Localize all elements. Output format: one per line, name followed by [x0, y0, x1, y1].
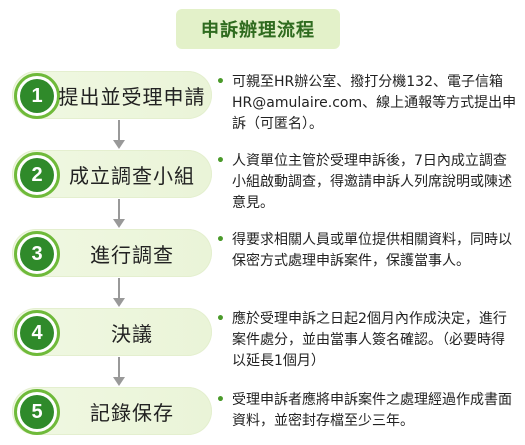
step-1-number: 1 — [20, 79, 54, 113]
step-5-label: 記錄保存 — [90, 400, 174, 425]
bullet-icon: • — [216, 153, 225, 169]
arrow-down-icon — [113, 120, 125, 149]
bullet-icon: • — [216, 311, 225, 327]
step-5-badge: 5 — [14, 389, 60, 435]
step-1-box: 1 提出並受理申請 — [12, 71, 212, 119]
step-5-description: • 受理申訴者應將申訴案件之處理經過作成書面資料，並密封存檔至少三年。 — [216, 392, 512, 429]
step-1-badge: 1 — [14, 73, 60, 119]
step-2-description: • 人資單位主管於受理申訴後，7日內成立調查小組啟動調查，得邀請申訴人列席說明或… — [216, 153, 512, 211]
step-3-number: 3 — [20, 237, 54, 271]
step-4-description: • 應於受理申訴之日起2個月內作成決定，進行案件處分，並由當事人簽名確認。（必要… — [216, 311, 507, 369]
bullet-icon: • — [216, 392, 225, 408]
arrow-down-icon — [113, 278, 125, 307]
step-4-badge: 4 — [14, 310, 60, 356]
step-4-number: 4 — [20, 316, 54, 350]
arrow-down-icon — [113, 199, 125, 228]
page-title: 申訴辦理流程 — [176, 9, 340, 49]
step-5-box: 5 記錄保存 — [12, 387, 212, 435]
bullet-icon: • — [216, 232, 225, 248]
step-1-description: • 可親至HR辦公室、撥打分機132、電子信箱HR@amulaire.com、線… — [216, 74, 517, 132]
step-5-number: 5 — [20, 395, 54, 429]
step-4-box: 4 決議 — [12, 308, 212, 356]
step-3-box: 3 進行調查 — [12, 229, 212, 277]
step-2-box: 2 成立調查小組 — [12, 150, 212, 198]
step-3-label: 進行調查 — [90, 242, 174, 267]
step-4-label: 決議 — [111, 321, 153, 346]
step-2-number: 2 — [20, 158, 54, 192]
step-3-badge: 3 — [14, 231, 60, 277]
step-3-description: • 得要求相關人員或單位提供相關資料，同時以保密方式處理申訴案件，保護當事人。 — [216, 232, 512, 269]
step-2-label: 成立調查小組 — [69, 163, 195, 188]
step-2-badge: 2 — [14, 152, 60, 198]
arrow-down-icon — [113, 357, 125, 386]
bullet-icon: • — [216, 74, 225, 90]
step-1-label: 提出並受理申請 — [58, 84, 206, 109]
